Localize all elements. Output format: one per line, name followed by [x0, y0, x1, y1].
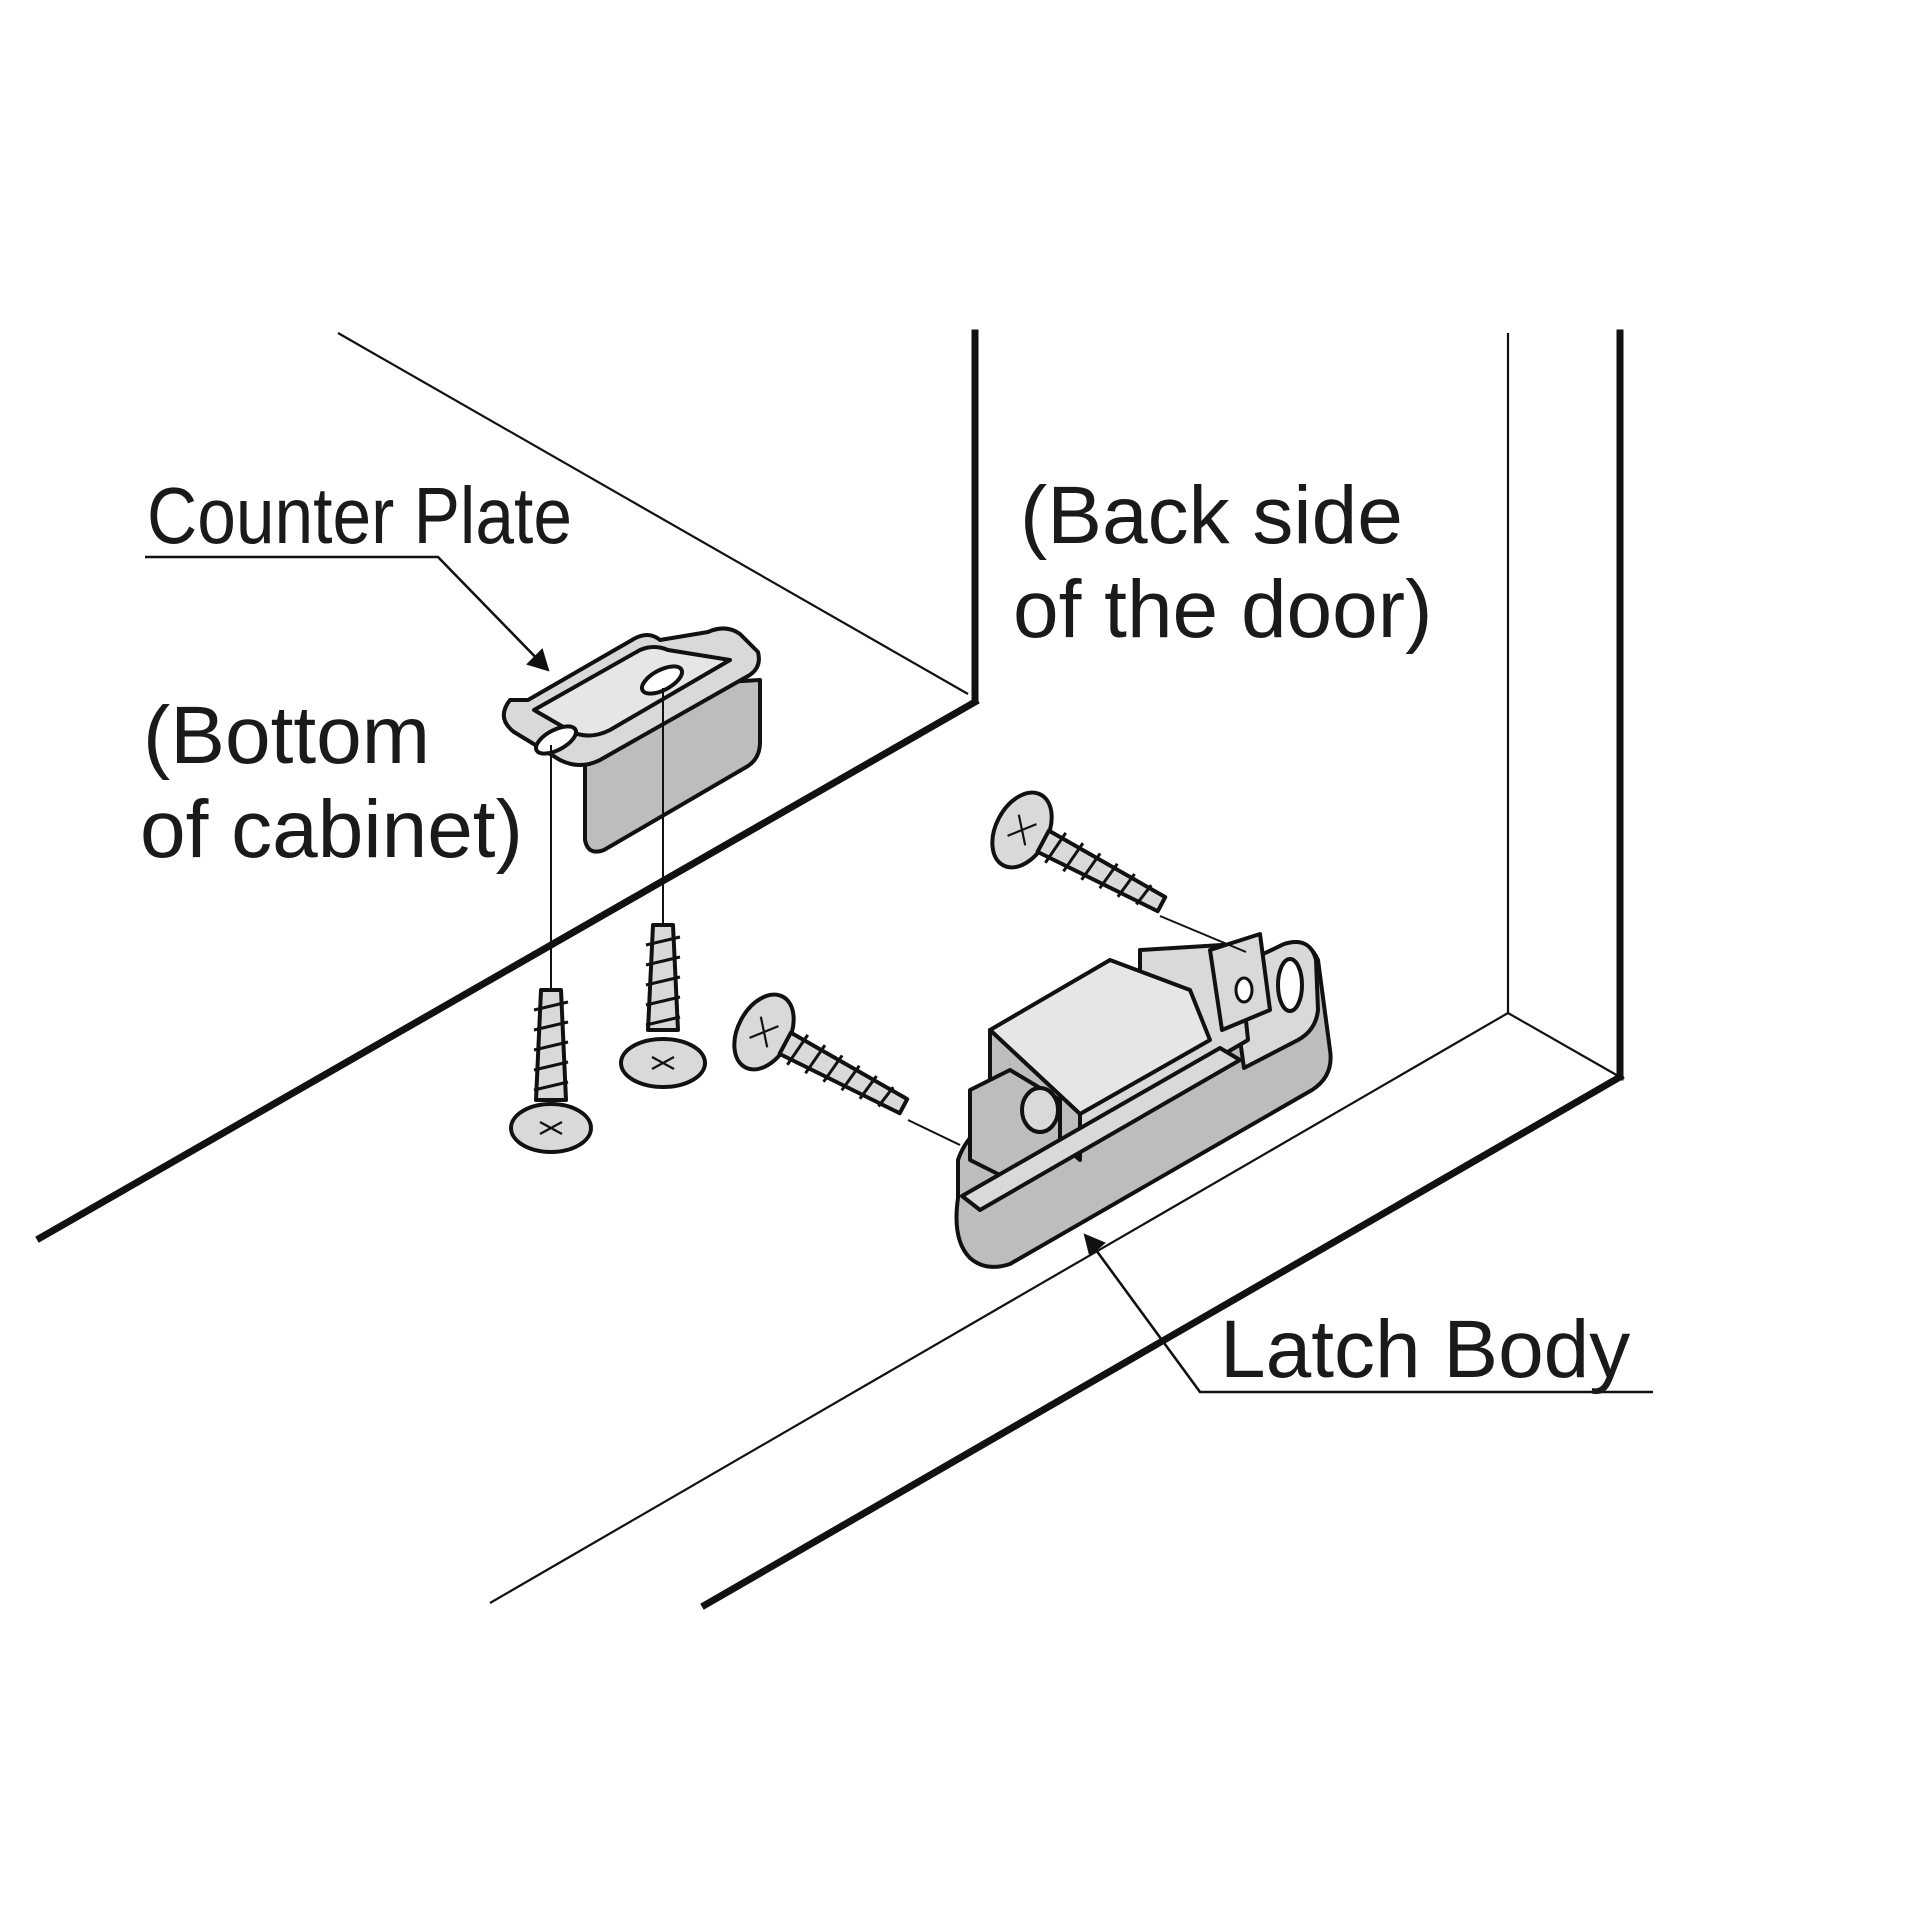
- leader-counter-plate: [145, 555, 550, 672]
- screw-diagonal-2: [732, 992, 910, 1116]
- guide-line-4: [907, 1119, 961, 1146]
- counter-plate-slot-2: [640, 664, 684, 696]
- latch-roller-wheel: [1020, 1086, 1060, 1134]
- counter-plate-slot-1: [534, 724, 578, 756]
- cabinet-front-edge: [35, 697, 980, 1243]
- leader-latch-body: [1083, 1233, 1653, 1394]
- label-latch-body: Latch Body: [1220, 1304, 1630, 1395]
- cabinet-back-edge: [337, 332, 969, 695]
- guide-line-3: [1159, 915, 1247, 953]
- latch-body: [954, 932, 1333, 1269]
- latch-side-hole: [1234, 976, 1254, 1004]
- label-back-side-line2: of the door): [1013, 564, 1432, 655]
- label-bottom-of-cabinet-line2: of cabinet): [140, 784, 523, 875]
- label-bottom-of-cabinet-line1: (Bottom: [143, 690, 430, 781]
- screw-vertical-1: [509, 988, 593, 1154]
- screw-vertical-2: [619, 923, 707, 1089]
- cabinet-structure: [35, 329, 980, 1243]
- label-counter-plate: Counter Plate: [147, 471, 572, 560]
- latch-front-rail: [960, 1046, 1242, 1212]
- label-back-side-line1: (Back side: [1020, 470, 1403, 561]
- door-corner-edge: [1507, 1012, 1621, 1078]
- door-bottom-thin-edge: [489, 1012, 1509, 1604]
- counter-plate: [502, 626, 762, 854]
- latch-ear-slot: [1276, 957, 1304, 1013]
- screw-diagonal-1: [990, 790, 1168, 914]
